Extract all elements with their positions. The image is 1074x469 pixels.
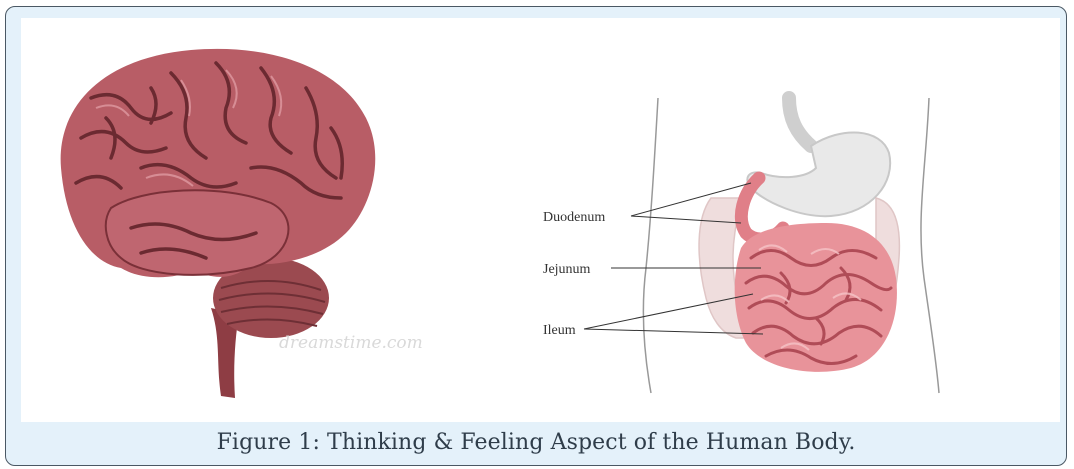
watermark-text: dreamstime.com (279, 333, 423, 353)
brain-illustration: dreamstime.com (61, 49, 423, 398)
esophagus (789, 98, 811, 146)
intestine-illustration: Duodenum Jejunum Ileum (543, 98, 939, 393)
small-intestine (735, 223, 897, 372)
label-ileum: Ileum (543, 323, 576, 338)
stomach (747, 132, 890, 216)
figure-image-panel: dreamstime.com (21, 18, 1060, 422)
label-jejunum: Jejunum (543, 262, 591, 277)
figure-frame: dreamstime.com (5, 6, 1067, 466)
body-outline-left (643, 98, 658, 393)
label-duodenum: Duodenum (543, 210, 605, 225)
body-outline-right (921, 98, 939, 393)
figure-illustrations: dreamstime.com (21, 18, 1060, 422)
figure-caption: Figure 1: Thinking & Feeling Aspect of t… (6, 430, 1066, 455)
